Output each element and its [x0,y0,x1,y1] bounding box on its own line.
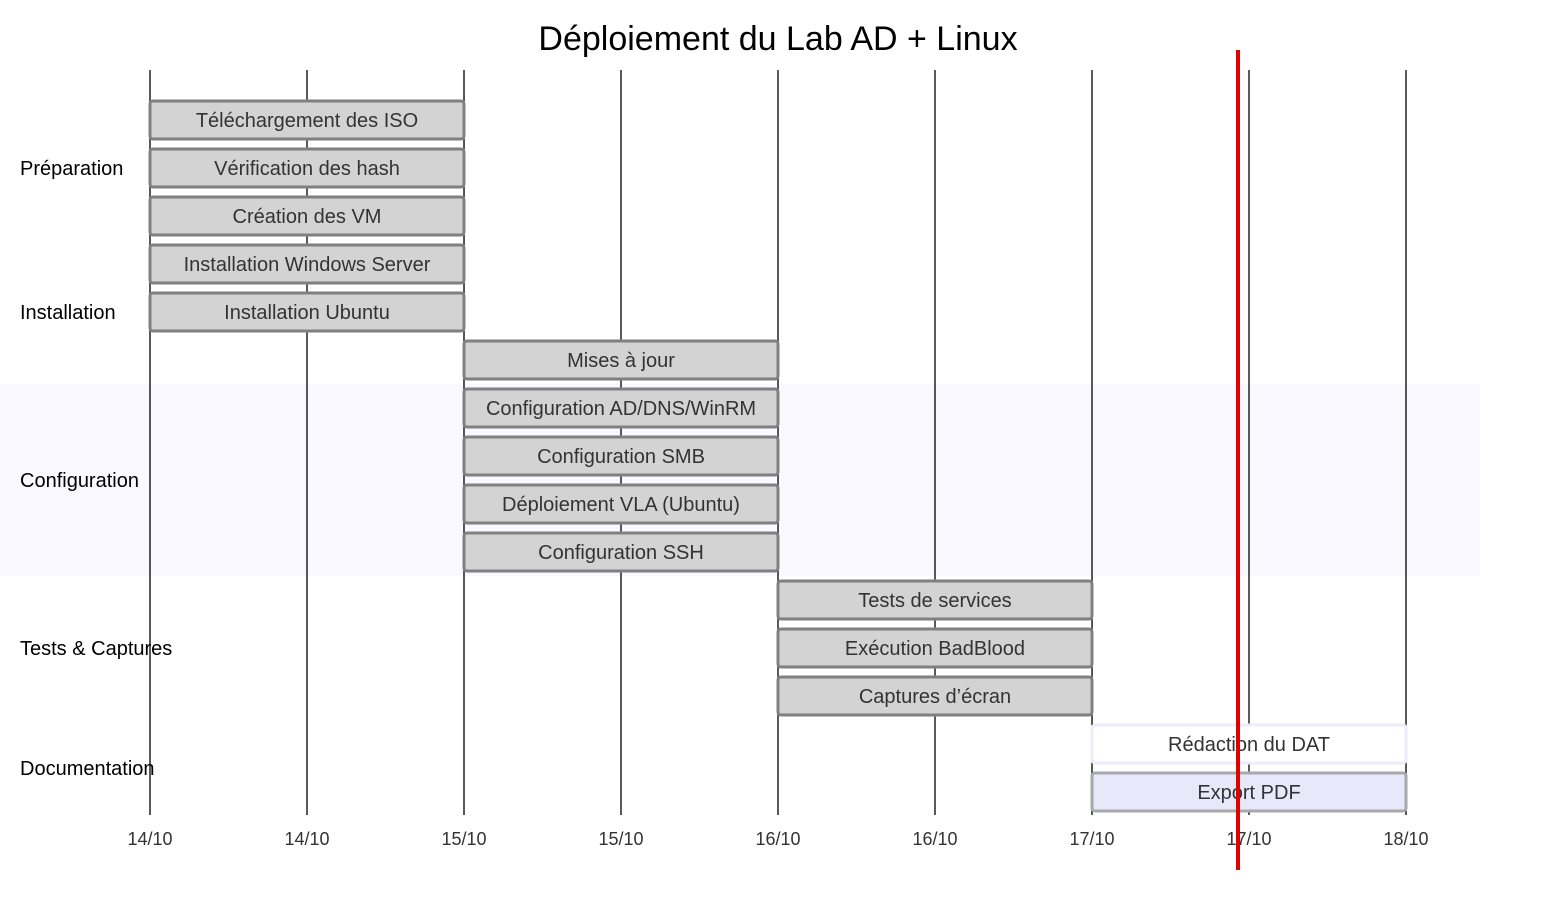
task-label: Installation Windows Server [184,254,431,276]
task-label: Configuration AD/DNS/WinRM [486,398,756,420]
task-label: Tests de services [858,590,1011,612]
chart-title: Déploiement du Lab AD + Linux [538,20,1017,58]
task-label: Configuration SMB [537,446,705,468]
tick-label: 14/10 [127,829,172,849]
task-label: Configuration SSH [538,542,704,564]
x-axis-ticks: 14/10 14/10 15/10 15/10 16/10 16/10 17/10 17/10… [127,829,1428,849]
task-bar [462,435,780,477]
task-bar [776,579,1094,621]
section-label: Installation [20,302,116,324]
task-label: Installation Ubuntu [224,302,390,324]
task-bar [1090,723,1408,765]
task-label: Captures d’écran [859,686,1011,708]
task-bar [462,531,780,573]
task-bar [148,99,466,141]
task-label: Vérification des hash [214,158,400,180]
task-label: Mises à jour [567,350,675,372]
task-bar [776,675,1094,717]
task-label: Déploiement VLA (Ubuntu) [502,494,740,516]
task-bar [148,195,466,237]
task-bar [1090,771,1408,813]
task-label: Exécution BadBlood [845,638,1025,660]
tick-label: 16/10 [755,829,800,849]
tick-label: 16/10 [912,829,957,849]
section-label: Configuration [20,470,139,492]
task-label: Export PDF [1197,782,1300,804]
section-labels: PréparationInstallationConfigurationTest… [20,158,172,780]
section-label: Documentation [20,758,155,780]
tick-label: 15/10 [598,829,643,849]
task-bar [148,291,466,333]
tick-label: 15/10 [441,829,486,849]
task-bar [462,339,780,381]
task-label: Rédaction du DAT [1168,734,1330,756]
task-bar [462,483,780,525]
tick-label: 18/10 [1383,829,1428,849]
task-labels: Téléchargement des ISO Vérification des h… [184,110,1330,804]
task-label: Téléchargement des ISO [196,110,418,132]
tick-label: 17/10 [1226,829,1271,849]
tick-label: 17/10 [1069,829,1114,849]
task-label: Création des VM [233,206,382,228]
task-bar [148,147,466,189]
tick-label: 14/10 [284,829,329,849]
task-bars [148,99,1408,813]
task-bar [148,243,466,285]
section-label: Tests & Captures [20,638,172,660]
task-bar [776,627,1094,669]
section-label: Préparation [20,158,123,180]
task-bar [462,387,780,429]
